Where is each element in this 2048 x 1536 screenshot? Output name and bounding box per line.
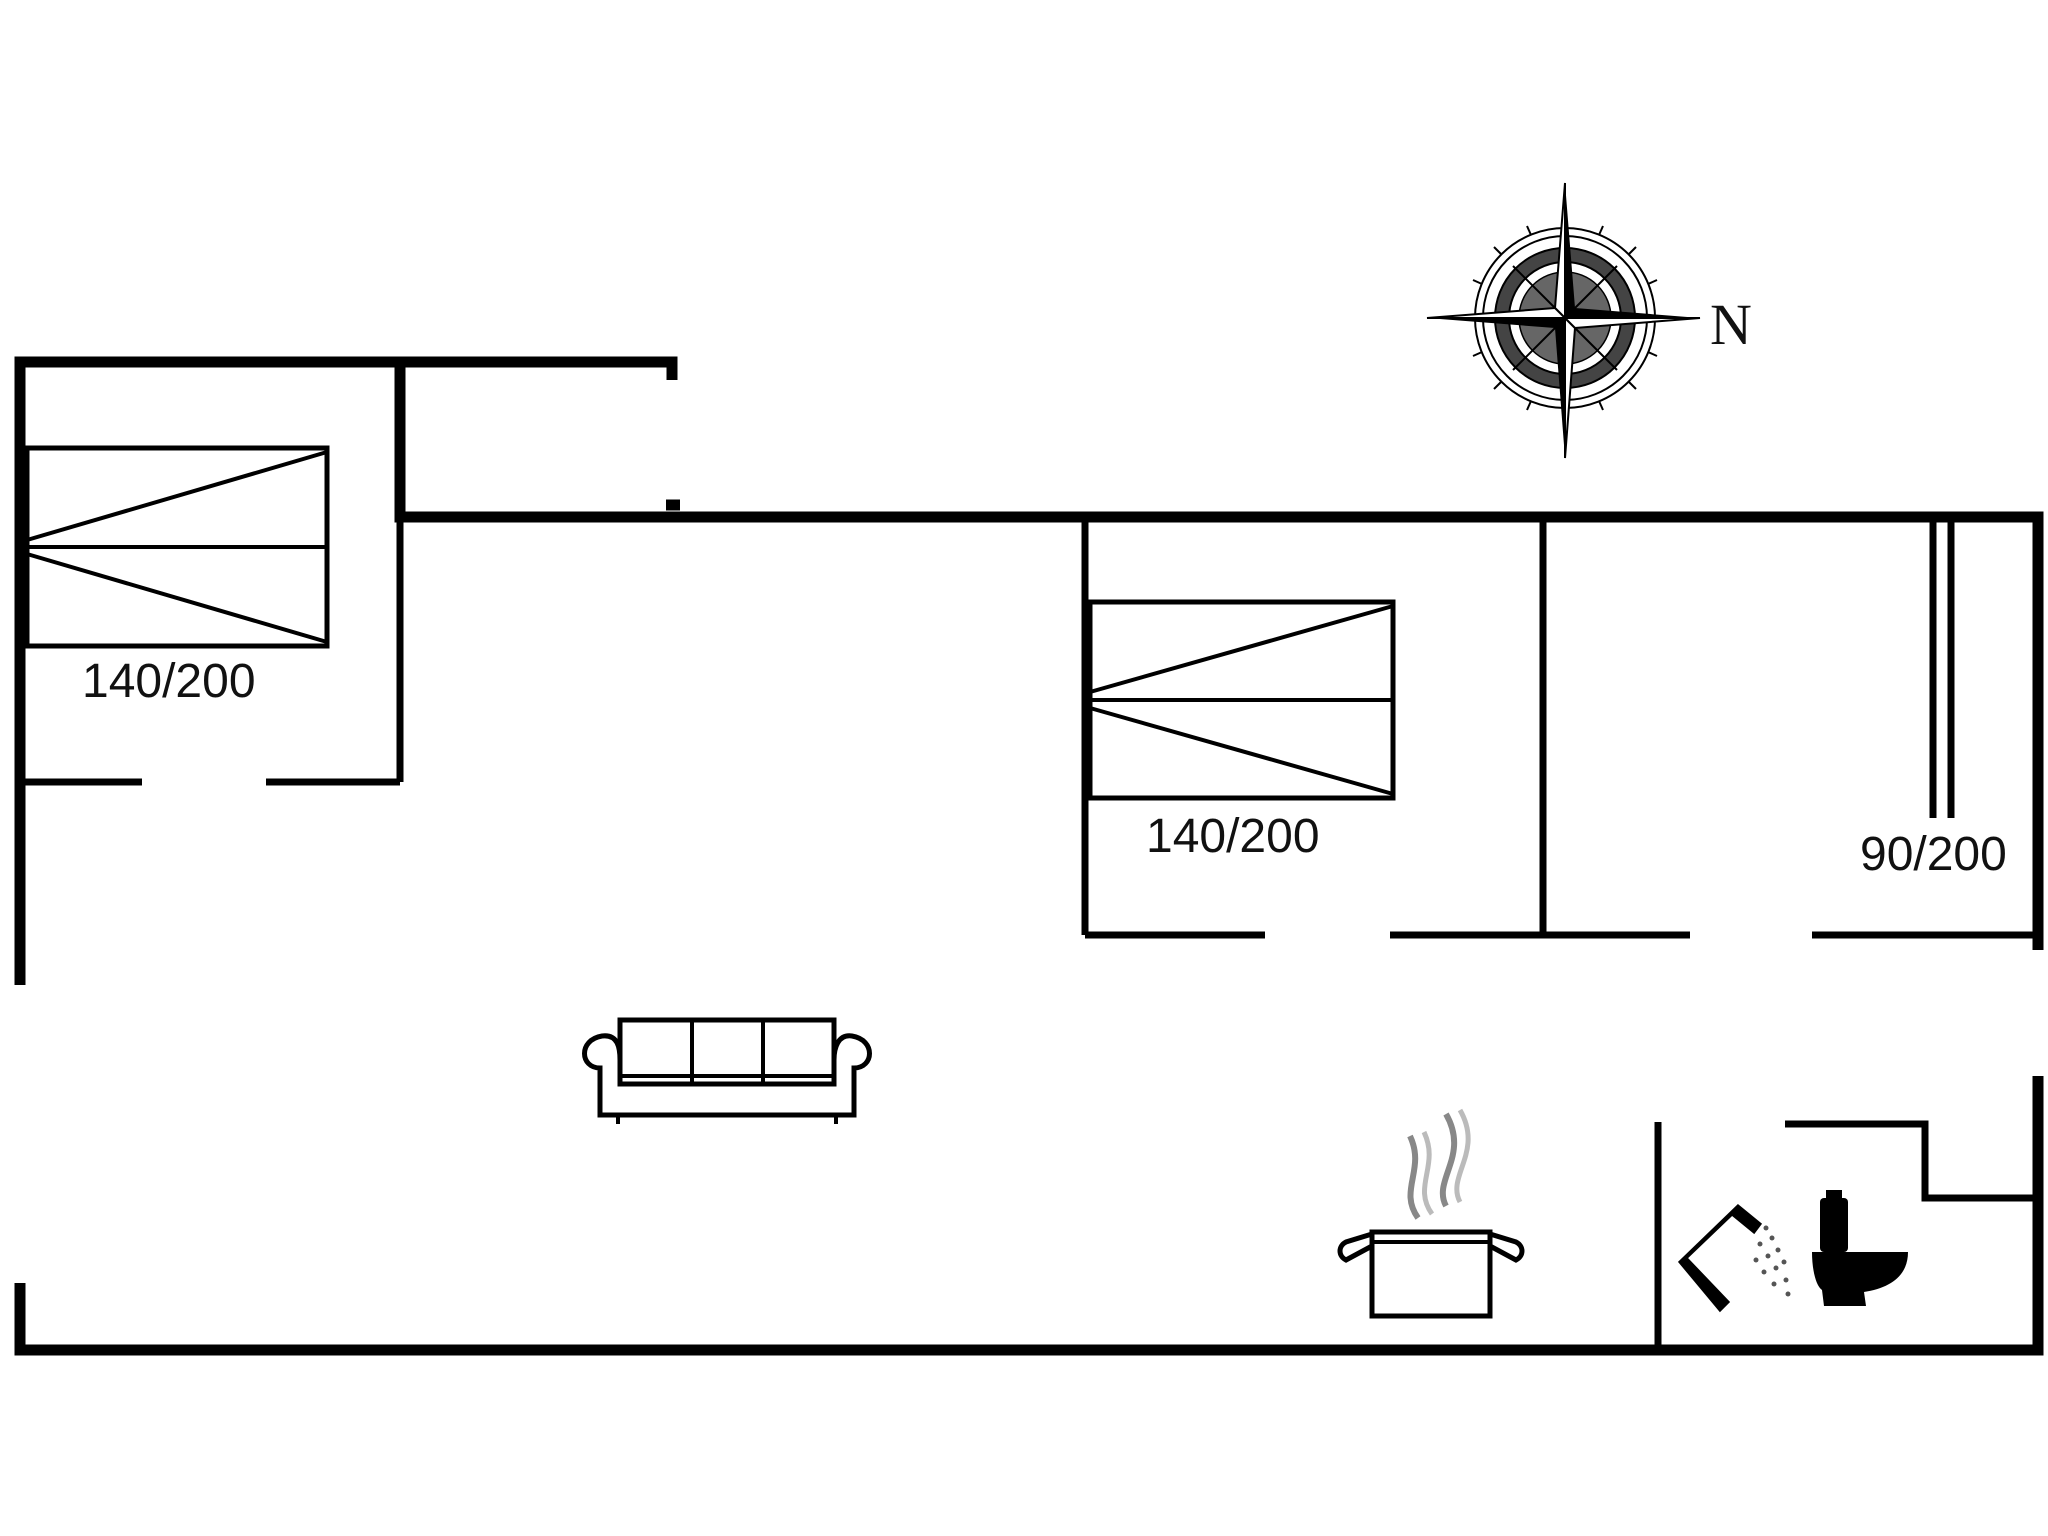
compass-north-label: N (1710, 292, 1752, 357)
bed-bedroom-3 (1929, 522, 1955, 818)
bed-size-label-bedroom-2: 140/200 (1146, 810, 1320, 863)
toilet-icon (1812, 1190, 1908, 1306)
bed-size-label-bedroom-3: 90/200 (1860, 828, 2007, 881)
compass-rose-icon (1426, 182, 1701, 459)
bed-bedroom-1 (24, 445, 330, 649)
interior-walls (20, 517, 2038, 1350)
bed-bedroom-2 (1087, 599, 1396, 801)
sofa-icon (582, 1017, 872, 1124)
bed-size-label-bedroom-1: 140/200 (82, 655, 256, 708)
outer-walls (14, 356, 2044, 1356)
shower-icon (1677, 1203, 1791, 1313)
cooking-pot-icon (1337, 1108, 1525, 1319)
